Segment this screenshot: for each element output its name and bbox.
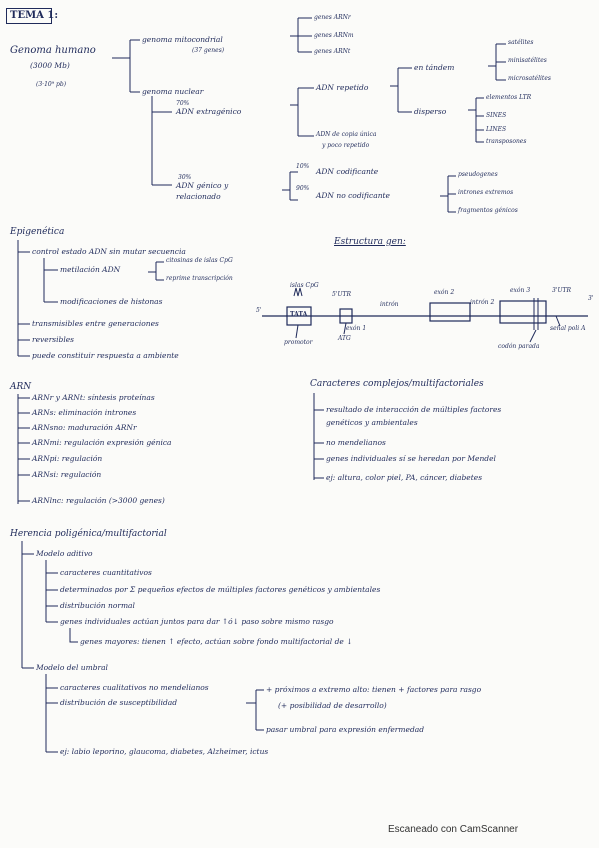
arn-item: ARNsno: maduración ARNr (32, 423, 137, 432)
tandem-item: minisatélites (508, 57, 547, 64)
gene-label-cpg: islas CpG (290, 282, 319, 289)
caracteres-item: ej: altura, color piel, PA, cáncer, diab… (326, 473, 483, 482)
caracteres-item: genes individuales sí se heredan por Men… (326, 454, 496, 463)
nuclear-label: genoma nuclear (142, 87, 204, 96)
tandem-item: microsatélites (508, 75, 551, 82)
nocod-pct: 90% (296, 185, 310, 192)
aditivo-label: Modelo aditivo (36, 549, 93, 558)
estructura-title: Estructura gen: (334, 237, 406, 247)
herencia-title: Herencia poligénica/multifactorial (10, 529, 167, 539)
metil-item: citosinas de islas CpG (166, 257, 233, 264)
umbral-item: pasar umbral para expresión enfermedad (266, 725, 425, 734)
cod-pct: 10% (296, 163, 310, 170)
tandem-label: en tándem (414, 63, 455, 72)
caracteres-title: Caracteres complejos/multifactoriales (310, 379, 484, 389)
arn-item: ARNlnc: regulación (>3000 genes) (32, 496, 165, 505)
caracteres-item: no mendelianos (326, 438, 386, 447)
metil-item: reprime transcripción (166, 275, 233, 282)
aditivo-item: genes individuales actúan juntos para da… (60, 617, 334, 626)
gene-label-exon2: exón 2 (434, 289, 455, 296)
aditivo-item: distribución normal (60, 601, 135, 610)
umbral-label: Modelo del umbral (36, 663, 108, 672)
disperso-item: elementos LTR (486, 94, 532, 101)
disperso-item: LINES (486, 126, 507, 133)
genic-pct: 30% (178, 174, 192, 181)
tema-box (6, 8, 52, 24)
disperso-item: SINES (486, 112, 507, 119)
gene-label-3prime: 3' (588, 295, 594, 302)
watermark: Escaneado con CamScanner (388, 824, 519, 835)
tandem-item: satélites (508, 39, 534, 46)
aditivo-item: genes mayores: tienen ↑ efecto, actúan s… (80, 637, 353, 646)
gene-label-3utr: 3'UTR (552, 287, 572, 294)
nocod-item: pseudogenes (458, 171, 498, 178)
mito-item: genes ARNr (314, 14, 351, 21)
arn-item: ARNs: eliminación intrones (32, 408, 137, 417)
cod-label: ADN codificante (316, 167, 379, 176)
genoma-size-mb: (3000 Mb) (30, 61, 70, 70)
extra-pct: 70% (176, 100, 190, 107)
nocod-label: ADN no codificante (316, 191, 390, 200)
mito-label: genoma mitocondrial (142, 35, 223, 44)
caracteres-item: resultado de interacción de múltiples fa… (326, 405, 502, 414)
umbral-item: (+ posibilidad de desarrollo) (278, 701, 387, 710)
copia-label: ADN de copia única (316, 131, 377, 138)
epi-item: control estado ADN sin mutar secuencia (32, 247, 186, 256)
epi-item: metilación ADN (60, 265, 121, 274)
genic-label: ADN génico y (176, 181, 229, 190)
gene-label-intron: intrón (380, 301, 399, 308)
gene-label-promotor: promotor (284, 339, 313, 346)
disperso-item: transposones (486, 138, 527, 145)
copia-label-2: y poco repetido (322, 142, 370, 149)
mito-item: genes ARNm (314, 32, 354, 39)
mito-item: genes ARNt (314, 48, 351, 55)
caracteres-item: genéticos y ambientales (326, 418, 418, 427)
epi-item: modificaciones de histonas (60, 297, 163, 306)
mito-count: (37 genes) (192, 47, 225, 54)
genoma-title: Genoma humano (10, 45, 96, 56)
repetido-label: ADN repetido (316, 83, 369, 92)
gene-label-codon: codón parada (498, 343, 540, 350)
epi-item: reversibles (32, 335, 75, 344)
gene-label-exon3: exón 3 (510, 287, 531, 294)
gene-label-exon1: exón 1 (346, 325, 367, 332)
aditivo-item: caracteres cuantitativos (60, 568, 152, 577)
arn-item: ARNr y ARNt: síntesis proteínas (32, 393, 155, 402)
epi-item: transmisibles entre generaciones (32, 319, 159, 328)
umbral-item: + próximos a extremo alto: tienen + fact… (266, 685, 482, 694)
disperso-label: disperso (414, 107, 447, 116)
aditivo-item: determinados por Σ pequeños efectos de m… (60, 585, 381, 594)
arn-item: ARNpi: regulación (32, 454, 103, 463)
nocod-item: intrones extremos (458, 189, 514, 196)
gene-label-5utr: 5'UTR (332, 291, 352, 298)
umbral-item: caracteres cualitativos no mendelianos (60, 683, 209, 692)
epigenetica-title: Epigenética (10, 227, 65, 237)
gene-label-tata: TATA (290, 311, 308, 318)
gene-label-intron2: intrón 2 (470, 299, 495, 306)
umbral-item: ej: labio leporino, glaucoma, diabetes, … (60, 747, 269, 756)
genic-label-2: relacionado (176, 192, 221, 201)
tema-title: TEMA 1: (10, 10, 59, 21)
genoma-size-pb: (3·10⁹ pb) (36, 81, 67, 88)
arn-title: ARN (10, 382, 32, 392)
arn-item: ARNmi: regulación expresión génica (32, 438, 172, 447)
gene-label-5prime: 5' (256, 307, 262, 314)
nocod-item: fragmentos génicos (458, 207, 518, 214)
gene-label-polya: señal poli A (550, 325, 586, 332)
extra-label: ADN extragénico (176, 107, 242, 116)
gene-label-atg: ATG (338, 335, 351, 342)
arn-item: ARNsi: regulación (32, 470, 102, 479)
epi-item: puede constituir respuesta a ambiente (32, 351, 179, 360)
umbral-item: distribución de susceptibilidad (60, 698, 178, 707)
